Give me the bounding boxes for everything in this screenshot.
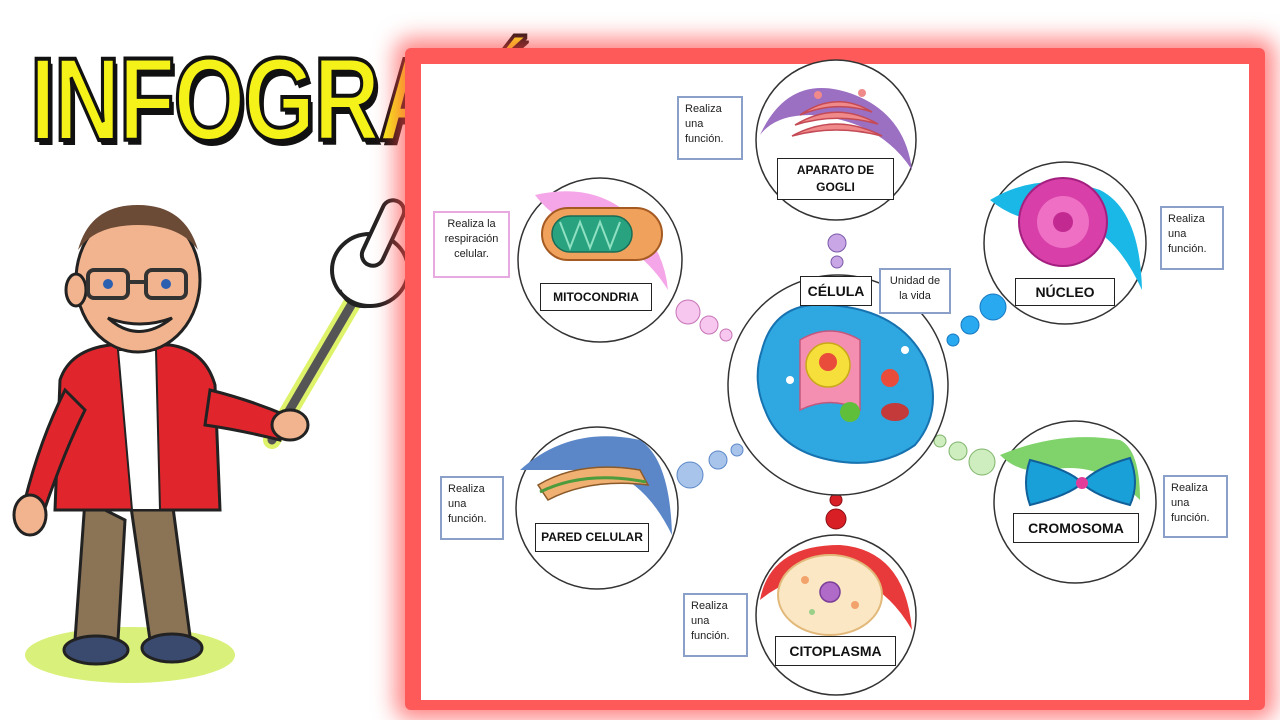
nucleo-label: NÚCLEO [1015,278,1115,306]
connector-pared [677,444,743,488]
celula-label: CÉLULA [800,276,872,306]
mito-note: Realiza la respiración celular. [433,211,510,278]
connector-nucleo [947,294,1006,346]
connector-cito [826,494,846,529]
pared-label: PARED CELULAR [535,523,649,552]
cito-note: Realiza una función. [683,593,748,657]
pared-note: Realiza una función. [440,476,504,540]
cromo-note: Realiza una función. [1163,475,1228,538]
connector-mito [676,300,732,341]
golgi-label: APARATO DE GOGLI [777,158,894,200]
celula-note: Unidad de la vida [879,268,951,314]
cito-label: CITOPLASMA [775,636,896,666]
cromo-label: CROMOSOMA [1013,513,1139,543]
nucleo-note: Realiza una función. [1160,206,1224,270]
mito-label: MITOCONDRIA [540,283,652,311]
connector-cromo [934,435,995,475]
golgi-note: Realiza una función. [677,96,743,160]
connector-golgi [828,234,846,268]
